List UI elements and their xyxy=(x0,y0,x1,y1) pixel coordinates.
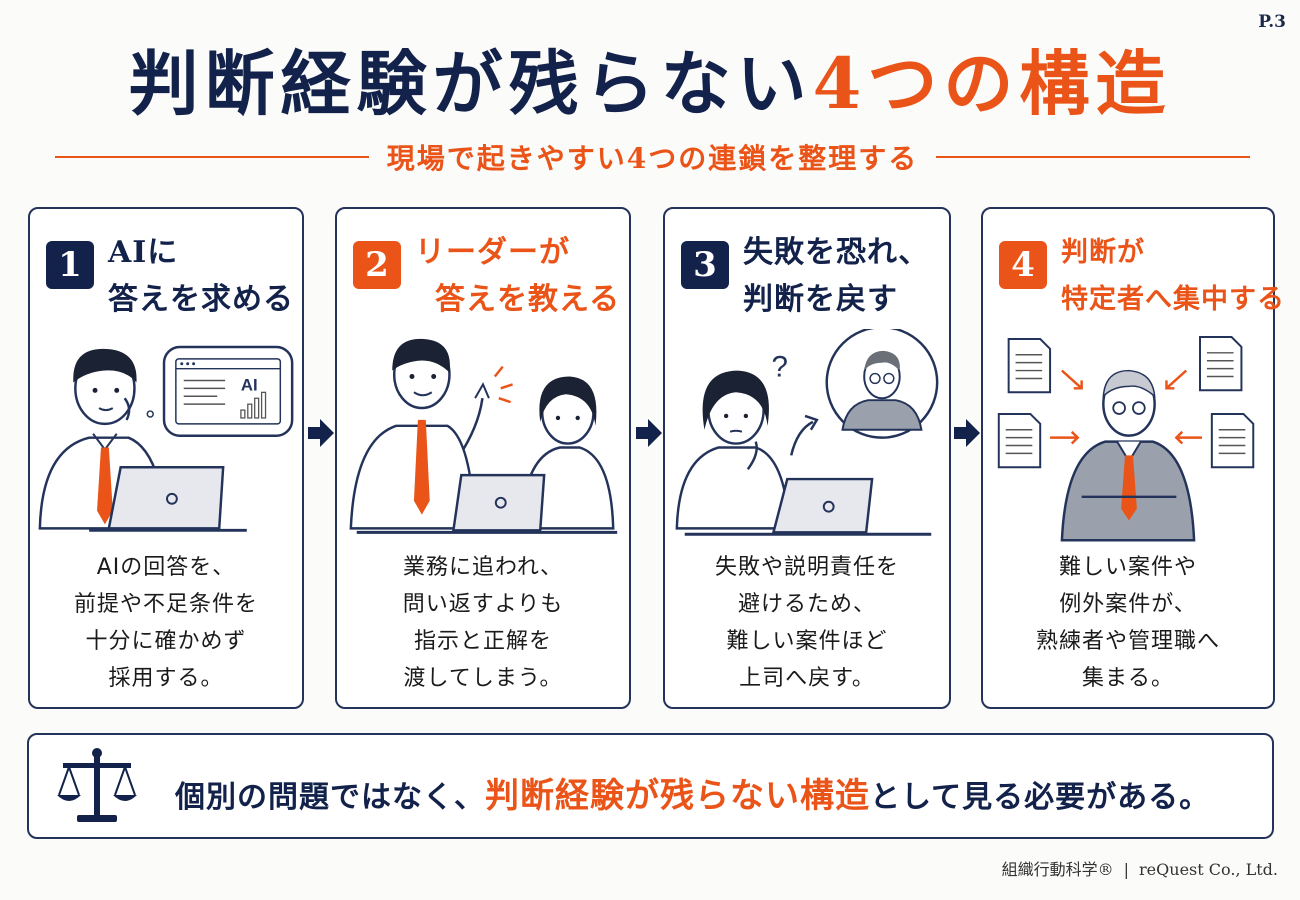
balance-scale-icon xyxy=(57,748,137,822)
card-3-header: 3 失敗を恐れ、 判断を戻す xyxy=(681,229,929,323)
curved-arrow-icon xyxy=(790,420,814,456)
member-listening-icon xyxy=(519,376,615,530)
person-thinking-icon xyxy=(38,348,160,530)
conclusion-accent: 判断経験が残らない構造 xyxy=(485,776,870,816)
card-2-title-line-2: 答えを教える xyxy=(435,282,621,317)
card-1-title-line-2: 答えを求める xyxy=(108,282,294,317)
subtitle-rule-right xyxy=(936,156,1250,158)
conclusion-text: 個別の問題ではなく、判断経験が残らない構造として見る必要がある。 xyxy=(175,768,1210,817)
ai-thought-bubble-icon xyxy=(146,345,294,437)
conclusion-before: 個別の問題ではなく、 xyxy=(175,780,485,815)
card-3-body-line-2: 避けるため、 xyxy=(737,592,876,617)
card-2-body-line-1: 業務に追われ、 xyxy=(402,555,564,580)
card-4-number: 4 xyxy=(999,241,1047,289)
page-title: 判断経験が残らない4つの構造 xyxy=(0,28,1300,129)
card-1: 1 AIに 答えを求める AI xyxy=(28,207,304,709)
card-1-illustration: AI xyxy=(38,345,294,532)
arrow-right-icon xyxy=(636,419,662,447)
arrow-right-icon xyxy=(308,419,334,447)
card-2-body-line-2: 問い返すよりも xyxy=(402,592,564,617)
card-1-title-line-1: AIに xyxy=(108,235,179,270)
card-3: 3 失敗を恐れ、 判断を戻す ? xyxy=(663,207,951,709)
title-main: 判断経験が残らない xyxy=(128,42,813,125)
card-4-body-line-3: 熟練者や管理職へ xyxy=(1035,629,1220,654)
expert-manager-icon xyxy=(1060,369,1196,542)
card-2-illustration xyxy=(349,338,618,534)
worried-person-icon xyxy=(675,370,791,530)
card-1-title: AIに 答えを求める xyxy=(108,229,294,323)
document-icon xyxy=(997,412,1042,469)
ai-screen-label: AI xyxy=(241,375,258,394)
footer-org: 組織行動科学® xyxy=(1001,860,1114,879)
card-4-body-line-2: 例外案件が、 xyxy=(1059,592,1197,617)
card-4-body-line-1: 難しい案件や xyxy=(1058,555,1197,580)
laptop-icon xyxy=(356,473,618,534)
card-1-number: 1 xyxy=(46,241,94,289)
conclusion-box: 個別の問題ではなく、判断経験が残らない構造として見る必要がある。 xyxy=(27,733,1274,839)
title-accent: 4つの構造 xyxy=(812,42,1172,125)
card-2-body: 業務に追われ、 問い返すよりも 指示と正解を 渡してしまう。 xyxy=(337,549,629,697)
card-1-body: AIの回答を、 前提や不足条件を 十分に確かめず 採用する。 xyxy=(30,549,302,697)
card-4-header: 4 判断が 特定者へ集中する xyxy=(999,229,1285,323)
card-3-body-line-4: 上司へ戻す。 xyxy=(739,666,875,691)
card-2-body-line-4: 渡してしまう。 xyxy=(403,666,563,691)
laptop-icon xyxy=(89,466,247,532)
page-number: P.3 xyxy=(1258,12,1286,32)
card-2-body-line-3: 指示と正解を xyxy=(413,629,552,654)
card-4-body-line-4: 集まる。 xyxy=(1081,666,1174,691)
card-4-body: 難しい案件や 例外案件が、 熟練者や管理職へ 集まる。 xyxy=(983,549,1273,697)
footer-company: reQuest Co., Ltd. xyxy=(1139,860,1278,879)
card-4-title-line-2: 特定者へ集中する xyxy=(1061,284,1285,315)
card-2: 2 リーダーが 答えを教える xyxy=(335,207,631,709)
card-1-body-line-3: 十分に確かめず xyxy=(85,629,247,654)
document-icon xyxy=(1007,338,1052,394)
subtitle-row: 現場で起きやすい4つの連鎖を整理する xyxy=(55,137,1250,177)
document-icon xyxy=(1199,336,1243,392)
conclusion-after: として見る必要がある。 xyxy=(870,780,1211,815)
card-3-title-line-1: 失敗を恐れ、 xyxy=(743,235,930,270)
card-3-number: 3 xyxy=(681,241,729,289)
converging-arrows-icon xyxy=(1050,369,1202,445)
boss-portrait-icon xyxy=(825,329,939,439)
card-3-title: 失敗を恐れ、 判断を戻す xyxy=(743,229,929,323)
card-4-title: 判断が 特定者へ集中する xyxy=(1061,229,1285,323)
question-mark: ? xyxy=(772,351,788,384)
card-1-body-line-2: 前提や不足条件を xyxy=(73,592,258,617)
card-1-body-line-1: AIの回答を、 xyxy=(96,555,236,580)
footer: 組織行動科学® | reQuest Co., Ltd. xyxy=(1002,856,1278,880)
card-3-body-line-1: 失敗や説明責任を xyxy=(714,555,899,580)
subtitle-rule-left xyxy=(55,156,369,158)
card-3-body-line-3: 難しい案件ほど xyxy=(726,629,888,654)
card-3-body: 失敗や説明責任を 避けるため、 難しい案件ほど 上司へ戻す。 xyxy=(665,549,949,697)
card-3-title-line-2: 判断を戻す xyxy=(743,282,898,317)
card-4: 4 判断が 特定者へ集中する xyxy=(981,207,1284,709)
card-2-header: 2 リーダーが 答えを教える xyxy=(353,229,620,323)
arrow-right-icon xyxy=(954,419,980,447)
card-4-title-line-1: 判断が xyxy=(1061,237,1145,268)
card-4-illustration xyxy=(997,336,1255,542)
subtitle: 現場で起きやすい4つの連鎖を整理する xyxy=(386,142,919,175)
laptop-icon xyxy=(684,477,932,536)
card-2-title-line-1: リーダーが xyxy=(415,235,570,270)
card-1-body-line-4: 採用する。 xyxy=(108,666,224,691)
document-icon xyxy=(1210,412,1255,469)
leader-pointing-icon xyxy=(349,338,513,530)
card-3-illustration: ? xyxy=(675,329,939,536)
footer-separator: | xyxy=(1123,860,1130,879)
card-1-header: 1 AIに 答えを求める xyxy=(46,229,294,323)
card-2-number: 2 xyxy=(353,241,401,289)
card-2-title: リーダーが 答えを教える xyxy=(415,229,620,323)
